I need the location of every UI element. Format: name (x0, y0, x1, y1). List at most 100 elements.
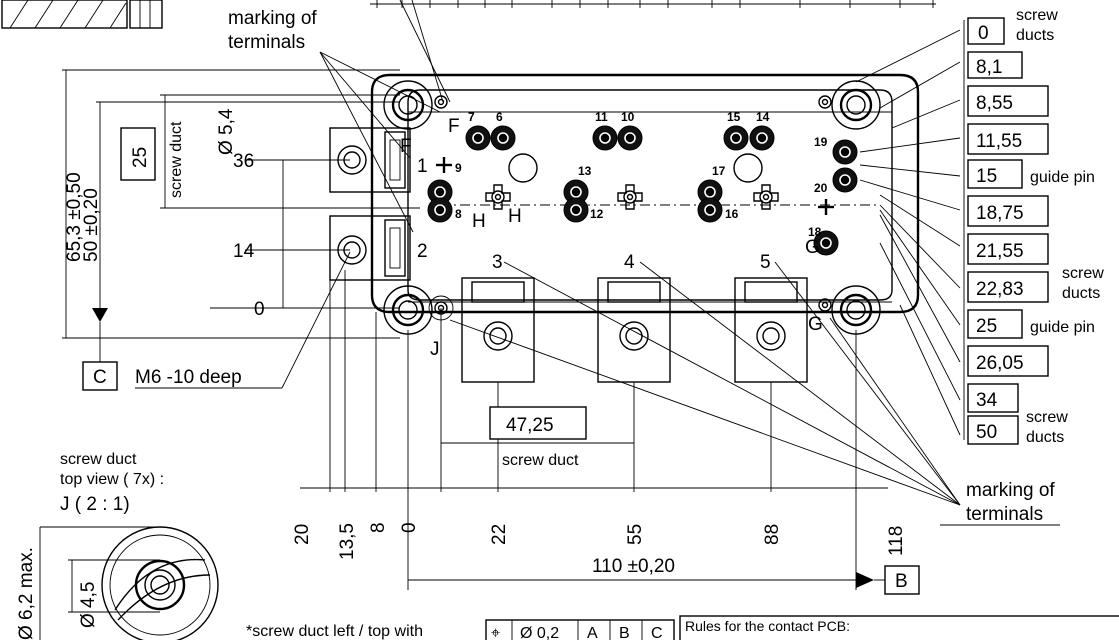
tolerance-value: Ø 0,2 (520, 625, 559, 640)
bottom-dim: 22 (489, 524, 510, 545)
bottom-dim: 20 (292, 524, 313, 545)
view-letter: G (808, 314, 823, 335)
terminal-number: 2 (417, 241, 428, 262)
dim-110: 110 ±0,20 (592, 556, 675, 577)
mounting-hole-top-right (832, 81, 880, 129)
view-letter: G (805, 237, 820, 258)
pin-number: 12 (590, 207, 604, 221)
right-dim-note: guide pin (1030, 169, 1095, 186)
view-letter: J (430, 339, 440, 360)
pin-number: 7 (468, 110, 475, 124)
right-leader-lines (856, 20, 964, 440)
right-dim-value: 11,55 (976, 131, 1022, 152)
pin-number: 16 (725, 207, 739, 221)
right-dim-value: 50 (976, 422, 997, 443)
right-dim-value: 21,55 (976, 241, 1024, 262)
dim-0-left: 0 (254, 299, 265, 320)
right-dim-value: 25 (976, 316, 997, 337)
pin-number: 19 (814, 135, 828, 149)
right-dim-value: 34 (976, 390, 998, 411)
signal-pins (428, 126, 857, 255)
right-dim-value: 15 (976, 166, 997, 187)
marking-terminals-top-line2: terminals (228, 32, 305, 53)
dim-box-25-value: 25 (130, 147, 151, 168)
pin-number: 20 (814, 181, 828, 195)
pin-number: 8 (455, 207, 462, 221)
hatched-section (2, 0, 162, 28)
screw-duct-horizontal-label: screw duct (502, 452, 579, 469)
right-dimension-stack: 0 screw ducts 8,1 8,55 11,55 15 guide pi… (968, 7, 1104, 446)
bottom-dim: 8 (368, 522, 389, 533)
right-dim-note: ducts (1026, 429, 1064, 446)
pcb-rules-title: Rules for the contact PCB: (685, 618, 850, 634)
terminal-number: 1 (417, 156, 428, 177)
screw-duct-vertical-label: screw duct (168, 121, 185, 198)
detail-title-line1: screw duct (60, 451, 137, 468)
terminal-4 (598, 278, 670, 382)
terminal-5 (735, 278, 807, 382)
right-dim-note: screw (1062, 265, 1104, 282)
terminal-number: 4 (624, 252, 635, 273)
diameter-6-2-max: Ø 6,2 max. (16, 547, 37, 640)
pin-number: 14 (756, 110, 770, 124)
pin-number: 10 (621, 110, 635, 124)
tolerance-frame: ⌖ Ø 0,2 A B C (486, 620, 674, 640)
view-letter: F (400, 136, 412, 157)
view-letter-labels: F F H H G G J (400, 116, 823, 360)
tolerance-datum-b: B (619, 625, 630, 640)
view-letter: F (448, 116, 460, 137)
terminal-number: 5 (760, 252, 771, 273)
detail-title-line3: J ( 2 : 1) (60, 494, 130, 515)
view-letter: H (472, 211, 486, 232)
diameter-4-5: Ø 4,5 (78, 582, 99, 628)
terminal-number: 3 (492, 252, 503, 273)
bottom-dim: 88 (762, 524, 783, 545)
pin-number: 9 (455, 161, 462, 175)
right-dim-value: 18,75 (976, 203, 1024, 224)
view-letter: H (508, 206, 522, 227)
terminal-3 (462, 278, 534, 382)
right-dim-note: ducts (1016, 27, 1054, 44)
dim-14: 14 (233, 241, 255, 262)
tolerance-datum-c: C (651, 625, 663, 640)
marking-terminals-top-line1: marking of (228, 8, 317, 29)
right-dim-value: 22,83 (976, 279, 1024, 300)
right-dim-note: ducts (1062, 285, 1100, 302)
b-ref-label: B (895, 571, 908, 592)
bottom-dim: 55 (625, 524, 646, 545)
marking-terminals-bottom-line1: marking of (966, 480, 1055, 501)
footer-screw-duct-note: *screw duct left / top with (246, 623, 423, 640)
bottom-dim: 118 (886, 526, 907, 556)
pin-number: 6 (496, 110, 503, 124)
module-body (372, 75, 918, 312)
bottom-dimension-values: 20 13,5 8 0 22 55 88 118 (292, 522, 907, 560)
tolerance-datum-a: A (587, 625, 598, 640)
pin-number: 13 (578, 164, 592, 178)
bottom-dim: 0 (399, 522, 420, 533)
dim-47-25: 47,25 (506, 415, 554, 436)
pin-number: 15 (727, 110, 741, 124)
c-ref-label: C (93, 367, 107, 388)
diameter-5-4: Ø 5,4 (216, 108, 237, 155)
pin-number: 17 (712, 164, 726, 178)
m6-note: M6 -10 deep (135, 367, 242, 388)
right-dim-note: guide pin (1030, 319, 1095, 336)
bottom-dimension-lines (300, 270, 888, 590)
right-dim-value: 0 (978, 23, 989, 44)
terminal-2 (330, 216, 410, 280)
bottom-dim: 13,5 (337, 523, 358, 560)
tolerance-symbol: ⌖ (491, 625, 500, 640)
pin-number: 11 (595, 110, 608, 124)
right-dim-value: 8,1 (976, 57, 1002, 78)
right-dim-value: 26,05 (976, 353, 1024, 374)
dim-height-50: 50 ±0,20 (81, 188, 102, 262)
top-leader-lines (370, 0, 936, 8)
right-dim-value: 8,55 (976, 93, 1013, 114)
mounting-hole-bottom-right (832, 286, 880, 334)
dim-36: 36 (233, 151, 254, 172)
right-dim-note: screw (1016, 7, 1058, 24)
right-dim-note: screw (1026, 409, 1068, 426)
detail-title-line2: top view ( 7x) : (60, 471, 164, 488)
marking-terminals-bottom-line2: terminals (966, 504, 1043, 525)
